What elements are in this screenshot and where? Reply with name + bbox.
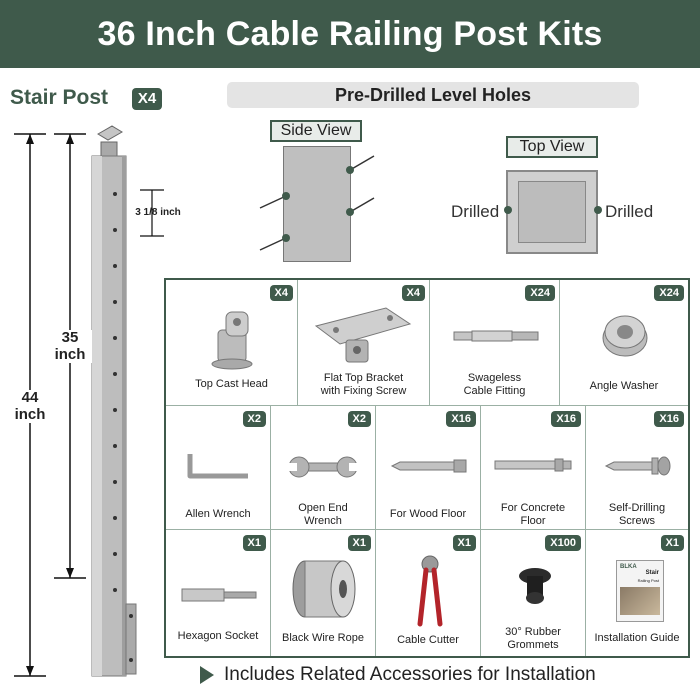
- parts-grid: X4 Top Cast Head X4 Flat Top Bracket wit…: [164, 278, 690, 658]
- part-rubber-grommets: X100 30° Rubber Grommets: [481, 530, 586, 656]
- wood-screw-icon: [390, 459, 467, 473]
- qty-badge: X2: [242, 411, 266, 427]
- top-view-holes: [504, 206, 602, 214]
- parts-row-1: X4 Top Cast Head X4 Flat Top Bracket wit…: [166, 280, 688, 406]
- part-allen-wrench: X2 Allen Wrench: [166, 406, 271, 530]
- part-label: Self-Drilling Screws: [608, 502, 666, 527]
- part-label: Black Wire Rope: [282, 632, 364, 644]
- part-concrete-floor-anchor: X16 For Concrete Floor: [481, 406, 586, 530]
- part-angle-washer: X24 Angle Washer: [560, 280, 688, 406]
- page-title: 36 Inch Cable Railing Post Kits: [97, 14, 603, 53]
- part-open-end-wrench: X2 Open End Wrench: [271, 406, 376, 530]
- post-height-label: 35 inch: [48, 329, 92, 363]
- part-flat-top-bracket: X4 Flat Top Bracket with Fixing Screw: [298, 280, 430, 406]
- drilled-right-label: Drilled: [605, 202, 654, 221]
- wire-rope-spool-icon: [292, 560, 356, 618]
- part-label: For Concrete Floor: [500, 502, 566, 527]
- predrilled-holes-title: Pre-Drilled Level Holes: [227, 82, 639, 108]
- drilled-left-label: Drilled: [451, 202, 500, 221]
- guide-title: Stair: [645, 570, 659, 576]
- part-label: Top Cast Head: [195, 378, 268, 390]
- part-label: Hexagon Socket: [177, 630, 259, 642]
- guide-photo: [620, 587, 660, 615]
- footer-note: Includes Related Accessories for Install…: [200, 664, 596, 686]
- qty-badge: X16: [446, 411, 476, 427]
- part-hexagon-socket: X1 Hexagon Socket: [166, 530, 271, 656]
- play-arrow-icon: [200, 666, 214, 684]
- part-wood-floor-screw: X16 For Wood Floor: [376, 406, 481, 530]
- part-label: 30° Rubber Grommets: [505, 626, 561, 651]
- angle-washer-icon: [602, 315, 648, 357]
- side-view-label: Side View: [270, 120, 362, 142]
- qty-badge: X1: [347, 535, 371, 551]
- part-label: For Wood Floor: [389, 508, 467, 520]
- header-banner: 36 Inch Cable Railing Post Kits: [0, 0, 700, 68]
- part-label: Allen Wrench: [185, 508, 251, 520]
- part-wire-rope: X1 Black Wire Rope: [271, 530, 376, 656]
- stair-post-illustration: [14, 125, 164, 677]
- stair-post-qty-badge: X4: [132, 88, 162, 110]
- qty-badge: X2: [347, 411, 371, 427]
- swageless-fitting-icon: [453, 330, 539, 342]
- cable-cutter-icon: [417, 555, 443, 627]
- hole-spacing-label: 3 1/8 inch: [135, 207, 181, 218]
- qty-badge: X16: [654, 411, 684, 427]
- rubber-grommet-icon: [519, 568, 551, 604]
- part-self-drilling-screw: X16 Self-Drilling Screws: [586, 406, 688, 530]
- installation-guide-booklet: BLKA Stair Railing Post: [616, 560, 664, 622]
- side-view-post: [283, 146, 351, 262]
- part-label: Cable Cutter: [397, 634, 459, 646]
- qty-badge: X24: [525, 285, 555, 301]
- part-label: Angle Washer: [589, 380, 659, 392]
- qty-badge: X1: [452, 535, 476, 551]
- qty-badge: X1: [242, 535, 266, 551]
- self-drilling-screw-icon: [604, 456, 671, 476]
- stair-post-title: Stair Post: [10, 86, 109, 109]
- part-cable-cutter: X1 Cable Cutter: [376, 530, 481, 656]
- part-installation-guide: X1 BLKA Stair Railing Post Installation …: [586, 530, 688, 656]
- guide-brand-logo: BLKA: [620, 564, 637, 570]
- part-swageless-fitting: X24 Swageless Cable Fitting: [430, 280, 560, 406]
- part-label: Flat Top Bracket with Fixing Screw: [320, 372, 407, 397]
- parts-row-2: X2 Allen Wrench X2 Open End Wrench X16: [166, 406, 688, 530]
- qty-badge: X1: [660, 535, 684, 551]
- qty-badge: X24: [654, 285, 684, 301]
- footer-text: Includes Related Accessories for Install…: [224, 664, 596, 685]
- side-view-cables: [259, 155, 375, 251]
- top-view-post: [506, 170, 598, 254]
- allen-wrench-icon: [187, 454, 248, 479]
- hexagon-socket-icon: [181, 588, 257, 602]
- part-label: Open End Wrench: [298, 502, 348, 527]
- top-cast-head-icon: [211, 311, 253, 370]
- concrete-anchor-icon: [494, 458, 572, 472]
- part-top-cast-head: X4 Top Cast Head: [166, 280, 298, 406]
- qty-badge: X4: [401, 285, 425, 301]
- top-view-label: Top View: [506, 136, 598, 158]
- parts-row-3: X1 Hexagon Socket X1 Black Wire Rope X1: [166, 530, 688, 656]
- guide-subtitle: Railing Post: [637, 578, 659, 583]
- qty-badge: X16: [551, 411, 581, 427]
- total-height-label: 44 inch: [8, 389, 52, 423]
- part-label: Installation Guide: [594, 632, 680, 644]
- open-end-wrench-icon: [287, 456, 359, 478]
- qty-badge: X100: [545, 535, 581, 551]
- qty-badge: X4: [269, 285, 293, 301]
- flat-top-bracket-icon: [314, 307, 412, 363]
- part-label: Swageless Cable Fitting: [463, 372, 526, 397]
